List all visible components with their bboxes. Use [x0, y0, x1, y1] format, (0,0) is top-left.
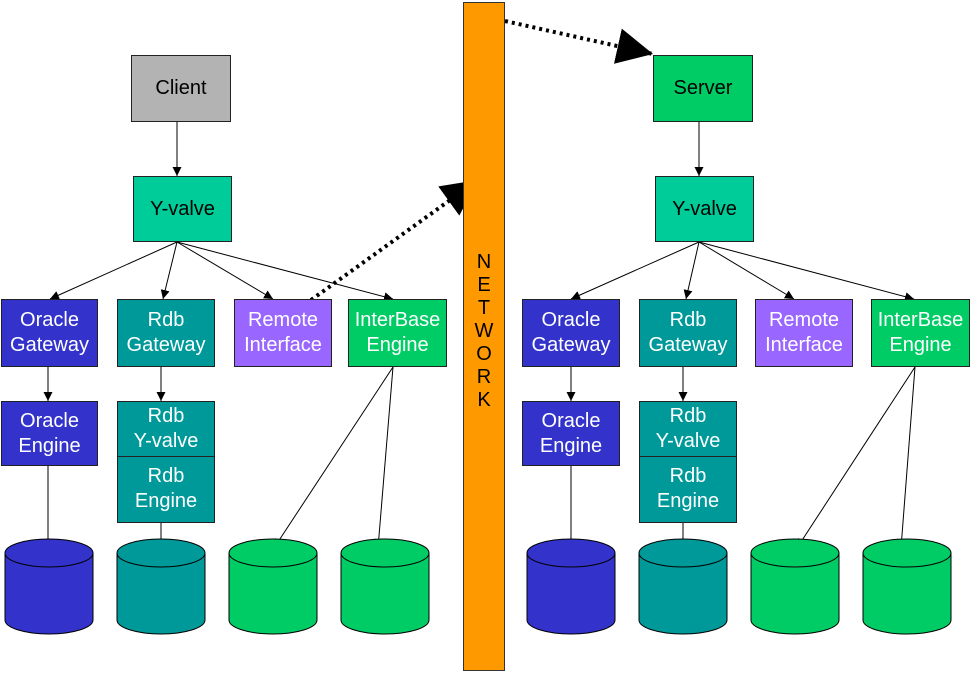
oracle-gateway-box: Oracle Gateway: [1, 299, 98, 367]
yvalve-to-remote-interface-arrow-right: [698, 241, 795, 300]
server-box: Server: [653, 55, 753, 122]
box-label-line: Engine: [366, 334, 429, 356]
network-bar: N E T W O R K: [463, 2, 505, 671]
box-label-line: Gateway: [648, 334, 728, 356]
rdb-gateway-box: Rdb Gateway: [117, 299, 215, 367]
oracle-gateway-box-right: Oracle Gateway: [522, 299, 620, 367]
interbase-database-icon: [862, 538, 952, 635]
client-label: Client: [155, 77, 207, 99]
interbase-to-db4-arrow: [374, 366, 394, 549]
yvalve-to-rdb-gateway-arrow: [160, 241, 178, 300]
box-label-line: Gateway: [531, 334, 611, 356]
yvalve-label: Y-valve: [150, 197, 215, 220]
network-letter: E: [477, 274, 491, 296]
interbase-to-db3-arrow: [273, 366, 394, 549]
box-label-line: Gateway: [126, 334, 206, 356]
oracle-engine-box: Oracle Engine: [1, 401, 98, 466]
box-label-line: Oracle: [541, 409, 601, 432]
box-label-line: Engine: [539, 434, 603, 457]
box-label-line: Oracle: [541, 309, 601, 331]
yvalve-to-interbase-engine-arrow-right: [698, 241, 915, 302]
box-label-line: Y-valve: [655, 430, 721, 452]
box-label-line: InterBase: [354, 309, 441, 331]
box-label-line: Rdb: [669, 405, 707, 427]
yvalve-label: Y-valve: [672, 197, 737, 220]
rdb-gateway-box-right: Rdb Gateway: [639, 299, 737, 367]
oracle-database-icon: [4, 538, 94, 635]
box-label-line: Rdb: [147, 405, 185, 427]
oracle-database-icon: [526, 538, 616, 635]
left-connectors: [43, 122, 394, 549]
interbase-database-icon: [228, 538, 318, 635]
interbase-engine-box-right: InterBase Engine: [871, 299, 970, 367]
box-label-line: InterBase: [877, 309, 964, 331]
oracle-engine-box-right: Oracle Engine: [522, 401, 620, 466]
box-label-line: Remote: [768, 309, 840, 331]
box-label-line: Rdb: [147, 309, 185, 331]
yvalve-to-oracle-gateway-arrow: [49, 241, 178, 300]
yvalve-to-remote-interface-arrow: [176, 241, 274, 300]
yvalve-to-rdb-gateway-arrow-right: [683, 241, 700, 300]
rdb-yvalve-section: Rdb Y-valve: [118, 402, 214, 457]
remote-to-network-dotted-arrow: [309, 178, 480, 302]
network-letter: O: [476, 343, 492, 365]
rdb-database-icon: [638, 538, 728, 635]
right-connectors: [566, 122, 916, 549]
box-label-line: Remote: [247, 309, 319, 331]
yvalve-to-interbase-engine-arrow: [176, 241, 394, 302]
remote-interface-box-right: Remote Interface: [755, 299, 853, 367]
interbase-database-icon: [340, 538, 430, 635]
rdb-engine-section: Rdb Engine: [118, 456, 214, 522]
box-label-line: Engine: [18, 434, 81, 457]
remote-interface-box: Remote Interface: [234, 299, 332, 367]
rdb-database-icon: [116, 538, 206, 635]
interbase-to-db4-arrow-right: [897, 366, 916, 549]
box-label-line: Rdb: [147, 465, 185, 487]
box-label-line: Rdb: [669, 465, 707, 487]
yvalve-to-oracle-gateway-arrow-right: [570, 241, 700, 300]
box-label-line: Engine: [656, 490, 720, 512]
network-letter: N: [476, 251, 492, 273]
network-letter: W: [474, 320, 494, 342]
box-label-line: Rdb: [669, 309, 707, 331]
client-box: Client: [131, 55, 231, 122]
yvalve-box-left: Y-valve: [133, 176, 232, 242]
server-label: Server: [673, 77, 733, 99]
network-letter: K: [477, 389, 491, 411]
box-label-line: Engine: [889, 334, 952, 356]
interbase-to-db3-arrow-right: [796, 366, 916, 549]
box-label-line: Gateway: [10, 334, 89, 356]
rdb-yvalve-section: Rdb Y-valve: [640, 402, 736, 457]
box-label-line: Engine: [134, 490, 198, 512]
network-letter: R: [476, 366, 492, 388]
interbase-database-icon: [750, 538, 840, 635]
databases: [4, 538, 952, 635]
box-label-line: Oracle: [20, 309, 79, 331]
rdb-stack-box-right: Rdb Y-valve Rdb Engine: [639, 401, 737, 523]
box-label-line: Interface: [765, 334, 843, 356]
box-label-line: Oracle: [20, 409, 79, 432]
box-label-line: Interface: [244, 334, 322, 356]
rdb-stack-box: Rdb Y-valve Rdb Engine: [117, 401, 215, 523]
interbase-engine-box: InterBase Engine: [348, 299, 447, 367]
yvalve-box-right: Y-valve: [655, 176, 754, 242]
network-to-server-dotted-arrow: [504, 19, 654, 64]
network-letter: T: [477, 297, 491, 319]
box-label-line: Y-valve: [133, 430, 199, 452]
rdb-engine-section: Rdb Engine: [640, 456, 736, 522]
